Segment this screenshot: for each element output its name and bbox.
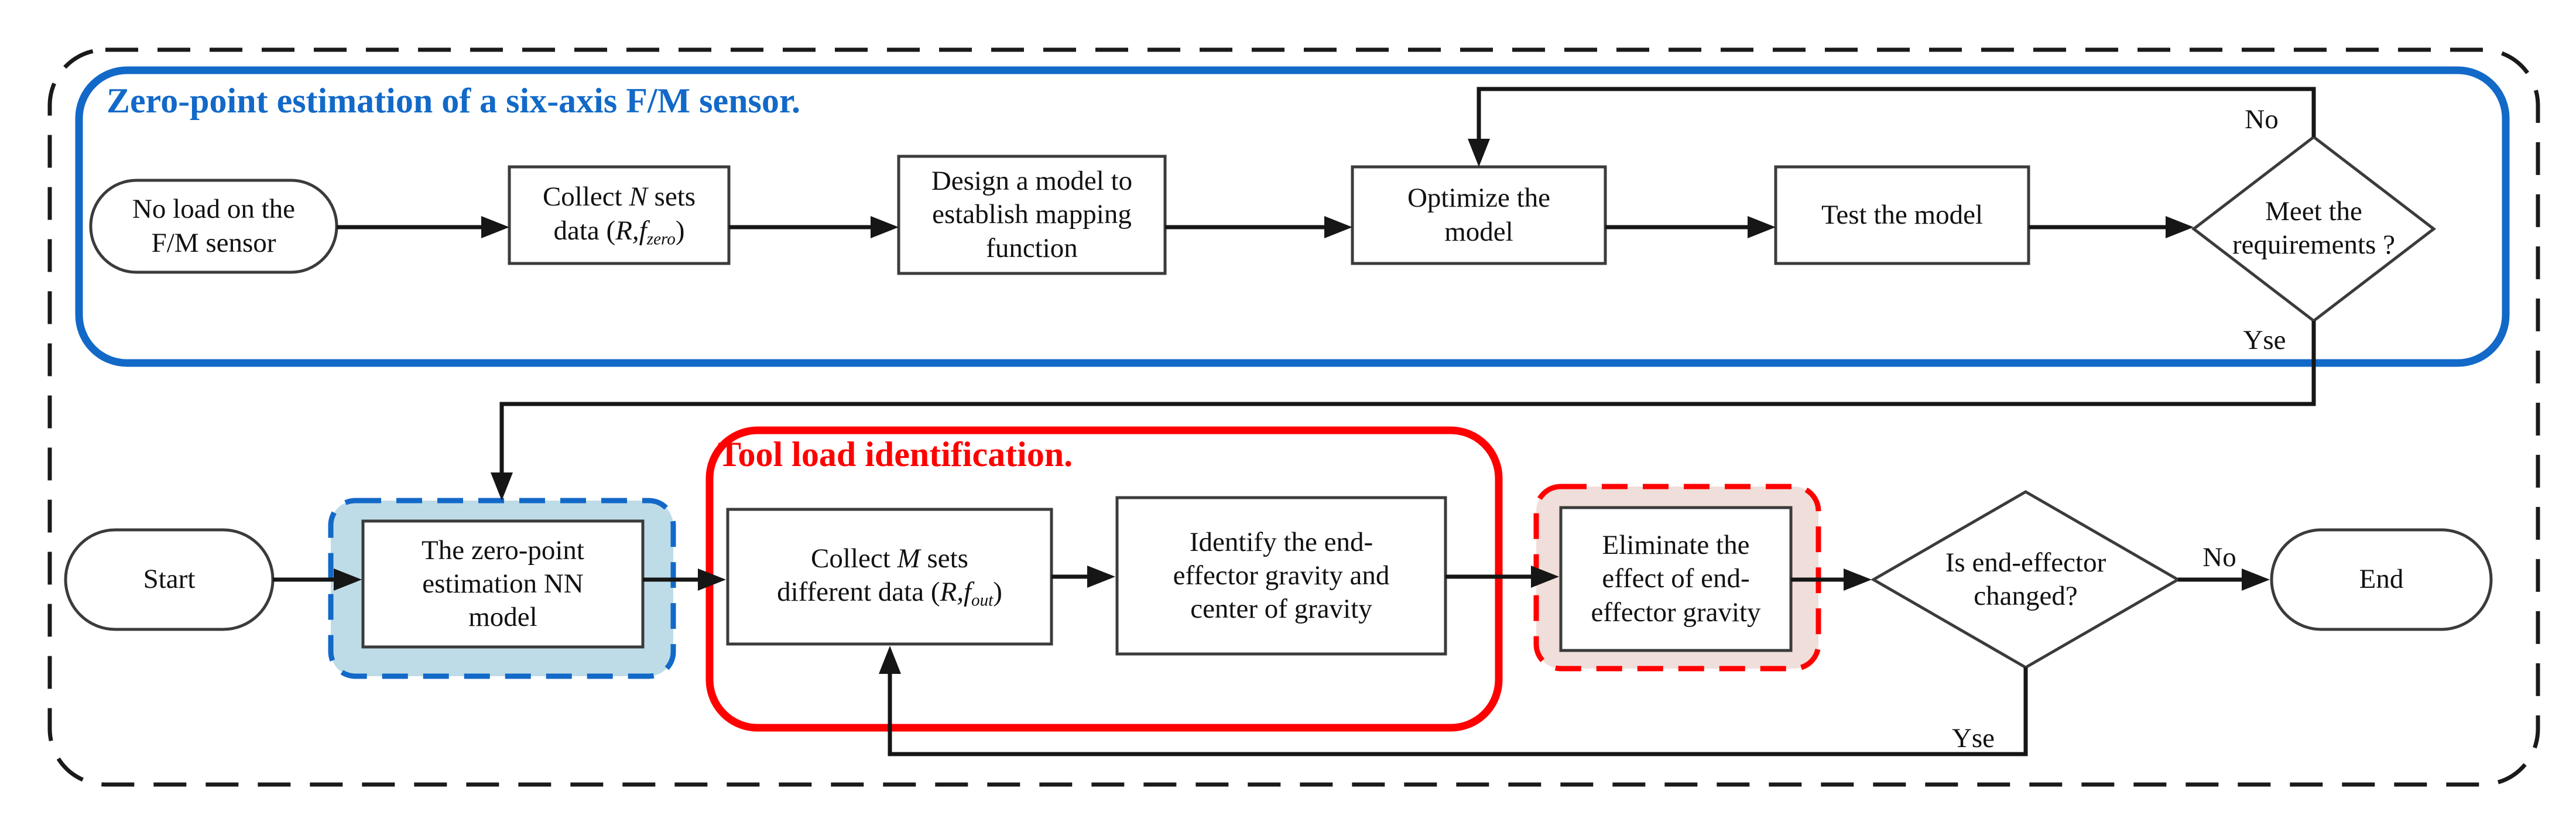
arrowhead-icon [1748,216,1776,238]
test-model-label: Test the model [1821,199,1984,230]
edge-no-loop-optimize [1477,87,2316,139]
edge-label-yse-bottom: Yse [1951,723,1995,754]
arrowhead-icon [1324,216,1352,238]
arrowhead-icon [698,568,726,591]
arrowhead-icon [879,646,901,674]
outer-dashed-frame [47,47,2540,787]
end-label: End [2359,564,2404,595]
no-load-label: No load on the F/M sensor [132,194,296,258]
arrowhead-icon [1844,568,1872,591]
arrowhead-icon [491,472,513,501]
arrowhead-icon [481,216,509,238]
collect-m-label: Collect M sets different data (R,fout) [777,543,1002,610]
optimize-model-label: Optimize the model [1407,183,1551,247]
edge-label-no-top: No [2245,104,2279,135]
identify-gravity-label: Identify the end- effector gravity and c… [1173,526,1390,625]
arrowhead-icon [2166,216,2194,238]
collect-n-box [508,165,731,265]
arrowhead-icon [1468,139,1490,167]
arrowhead-icon [871,216,899,238]
arrowhead-icon [1531,566,1559,588]
is-changed-label: Is end-effector changed? [1945,547,2106,611]
edge-label-yse-top: Yse [2243,325,2286,355]
collect-m-box [726,508,1053,646]
arrowhead-icon [1087,566,1115,588]
collect-n-label: Collect N sets data (R,fzero) [542,181,696,249]
arrowhead-icon [334,568,362,591]
eliminate-gravity-label: Eliminate the effect of end- effector gr… [1591,530,1761,628]
nn-model-label: The zero-point estimation NN model [422,535,584,633]
zero-point-section-box [75,66,2510,367]
start-label: Start [143,564,196,595]
meet-requirements-label: Meet the requirements ? [2232,196,2395,260]
test-model-box [1774,165,2030,265]
edge-yes-loop-collectm [888,667,2028,756]
identify-gravity-box [1115,496,1447,656]
zero-point-section-title: Zero-point estimation of a six-axis F/M … [107,81,800,120]
edge-yes-to-nn-model [499,321,2316,472]
nn-model-box [361,519,645,649]
design-model-label: Design a model to establish mapping func… [931,166,1133,263]
edge-label-no-bottom: No [2202,542,2236,573]
tool-load-section-title: Tool load identification. [718,435,1073,474]
optimize-model-box [1351,165,1607,265]
arrowhead-icon [2242,568,2270,591]
design-model-box [897,155,1167,275]
end-oval [2270,528,2493,631]
